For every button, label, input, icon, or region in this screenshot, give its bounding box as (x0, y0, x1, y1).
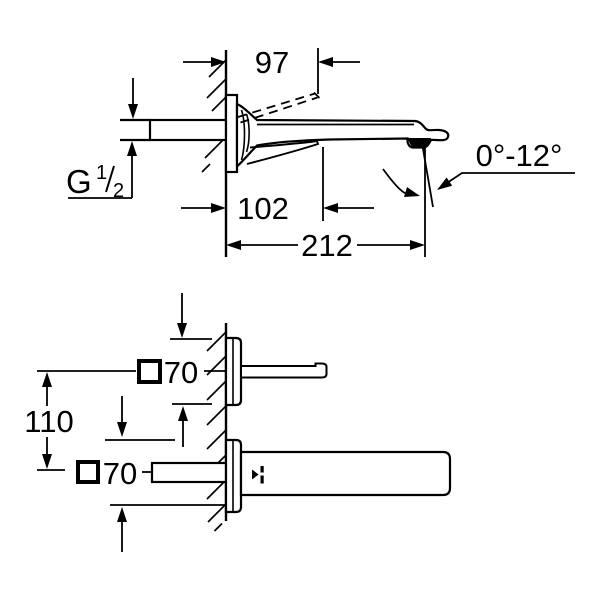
swivel-angle-indication (382, 142, 575, 208)
side-view (68, 48, 575, 257)
supply-pipe-thread (120, 118, 150, 142)
supply-pipe (150, 461, 228, 484)
plate-bottom-edge-arrow (110, 504, 225, 552)
plate-gap-arrows (105, 396, 212, 447)
dimension-110 (37, 372, 65, 471)
spout-flare-contours (240, 109, 250, 161)
wall-hatching (201, 59, 227, 173)
dimension-212-label: 212 (301, 228, 353, 263)
thread-letter-label: G (66, 163, 92, 200)
spout-logo-mark (252, 466, 264, 484)
wall-hatching (206, 331, 227, 532)
angle-tilted-line (421, 142, 434, 208)
spout-plan-outline (239, 450, 452, 497)
lever-handle (240, 362, 328, 379)
supply-pipe (148, 118, 228, 142)
aerator (407, 138, 431, 148)
fraction-slash (105, 165, 115, 193)
thread-numerator-label: 1 (96, 162, 107, 184)
thread-denominator-label: 2 (113, 180, 124, 202)
spout-lower-fin (246, 139, 320, 165)
angle-leader-line (440, 172, 575, 188)
dimension-102 (181, 147, 374, 221)
dimension-110-label: 110 (24, 404, 73, 439)
angle-arc (382, 168, 407, 195)
lever-tip-tick (313, 91, 321, 99)
square-symbol-icon (137, 359, 162, 384)
square-70-bottom-callout (76, 460, 151, 484)
thread-callout (68, 78, 138, 199)
dimension-102-label: 102 (237, 191, 289, 226)
square-symbol-icon (76, 460, 100, 484)
spout-body (235, 102, 450, 168)
plan-view (37, 293, 452, 552)
lever-dashed-outline (237, 92, 318, 124)
square-70-top-callout (37, 359, 225, 384)
square-70-bottom-label: 70 (103, 456, 137, 491)
dimension-97-label: 97 (255, 45, 289, 80)
plate-top-edge-arrow (170, 293, 212, 340)
square-70-top-label: 70 (164, 355, 198, 390)
angle-range-label: 0°-12° (476, 138, 563, 173)
escutcheon-plate (224, 93, 239, 174)
dimension-97 (183, 48, 360, 94)
